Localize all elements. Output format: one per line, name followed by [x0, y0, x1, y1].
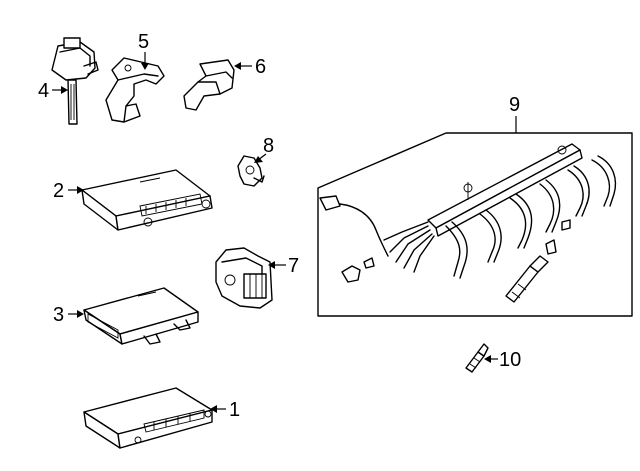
ignition-coil-part[interactable] — [51, 37, 99, 125]
callout-3: 3 — [53, 304, 64, 326]
spark-plug-part[interactable] — [465, 343, 489, 373]
engine-control-module-2-part[interactable] — [81, 169, 213, 231]
callout-3-leader — [68, 310, 84, 318]
callout-4: 4 — [38, 80, 49, 102]
wiring-harness-part[interactable] — [319, 143, 617, 303]
callout-10: 10 — [499, 349, 521, 371]
callout-2: 2 — [53, 180, 64, 202]
wiring-harness-box — [317, 132, 633, 317]
callout-8-leader — [254, 153, 267, 163]
callout-8: 8 — [263, 135, 274, 157]
callout-1-leader — [210, 405, 226, 413]
callout-6-leader — [234, 62, 252, 70]
engine-control-module-3-part[interactable] — [83, 287, 199, 345]
callout-5: 5 — [138, 31, 149, 53]
callout-2-leader — [68, 186, 84, 194]
callout-10-leader — [484, 355, 498, 363]
callout-4-leader — [52, 86, 68, 94]
callout-6: 6 — [255, 56, 266, 78]
callout-5-leader — [141, 52, 149, 70]
callout-7: 7 — [288, 255, 299, 277]
coil-bracket-small-part[interactable] — [183, 59, 235, 111]
callout-1: 1 — [229, 399, 240, 421]
callout-9: 9 — [509, 94, 520, 116]
sensor-part[interactable] — [237, 155, 265, 187]
coil-bracket-part[interactable] — [105, 57, 165, 123]
engine-control-module-1-part[interactable] — [83, 387, 213, 449]
callout-7-leader — [268, 261, 286, 269]
ignition-module-part[interactable] — [215, 247, 273, 309]
